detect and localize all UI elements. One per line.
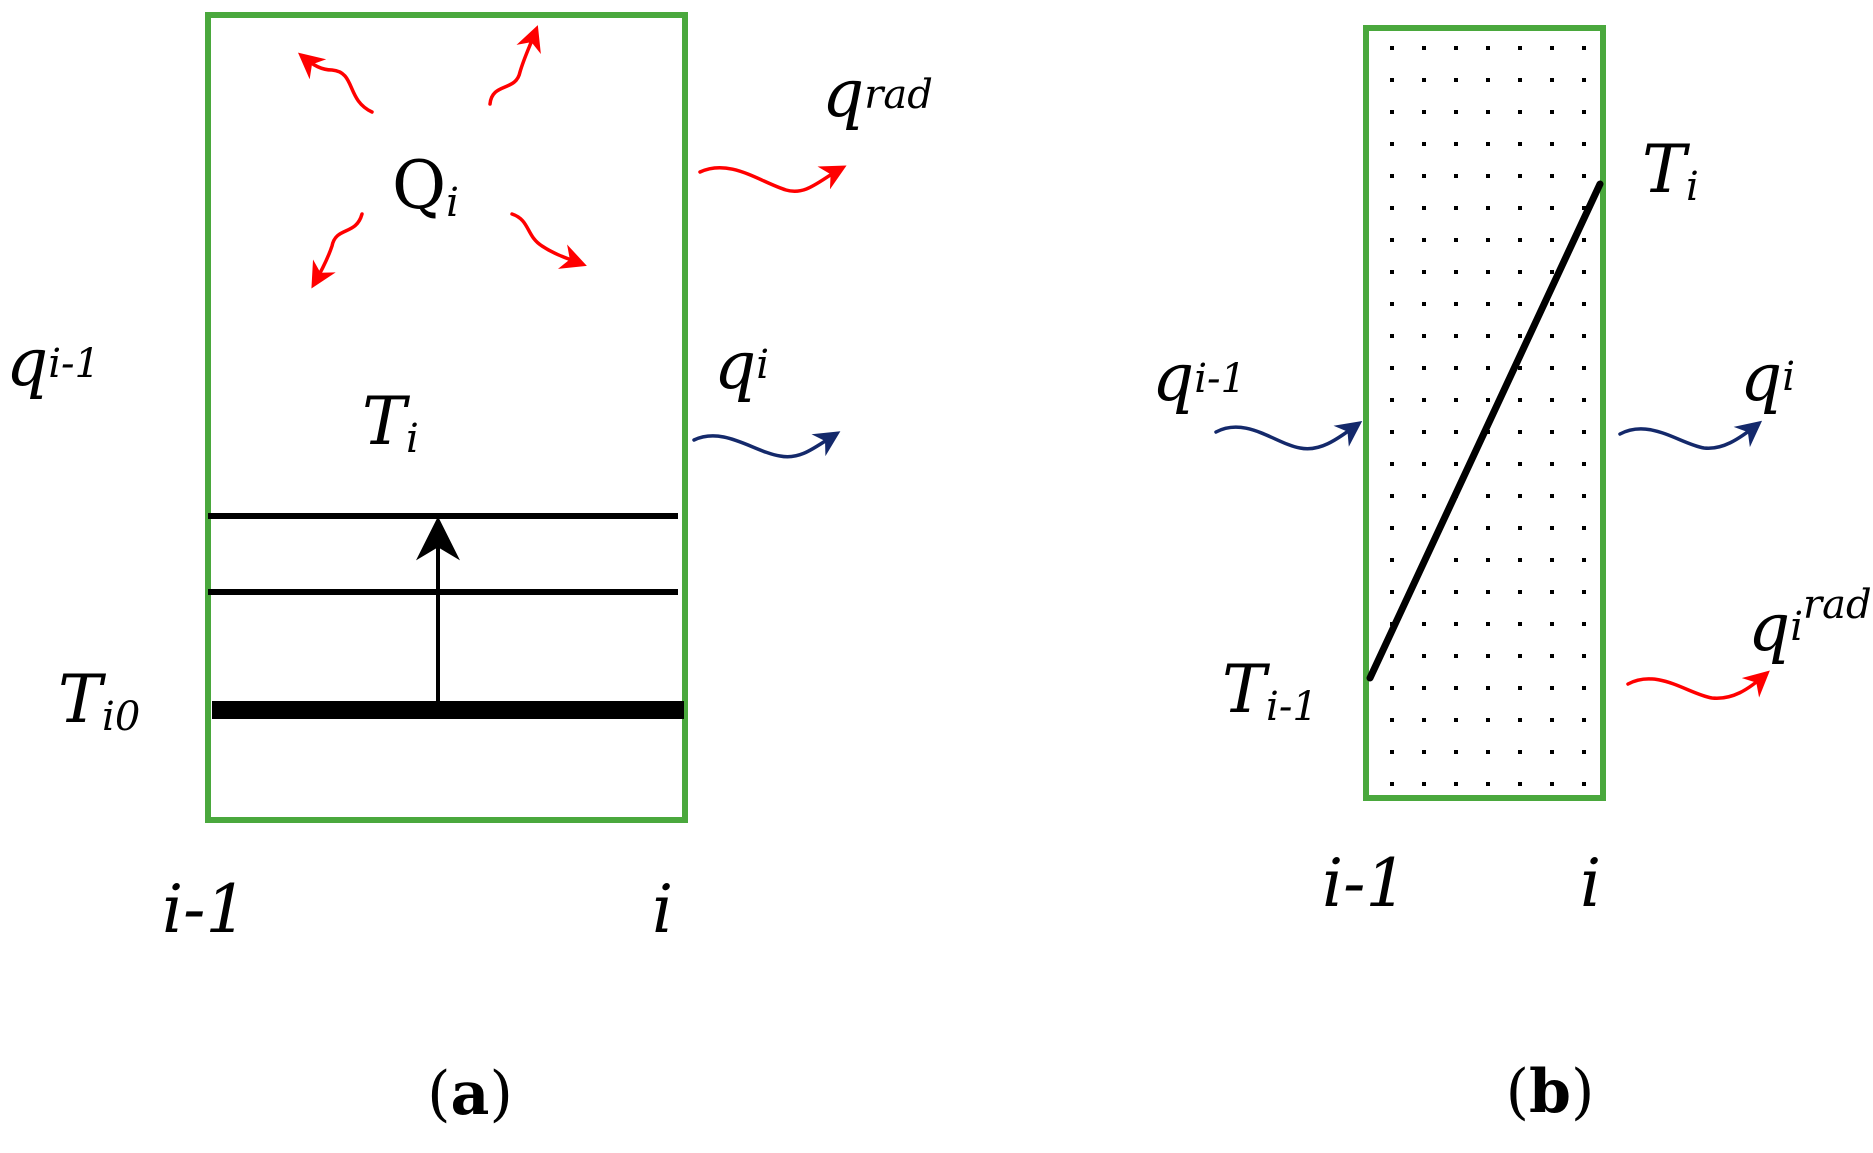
panel-a-caption: (a) [427, 1059, 513, 1129]
radiation-out-arrow [1626, 670, 1770, 700]
panel-a: qi-1 qrad Qi qi Ti Ti0 i-1 i (a) [6, 12, 933, 1129]
panel-b-dot-fill [1366, 28, 1603, 798]
heat-arrow-down-left [311, 212, 364, 289]
heat-source-arrows [298, 25, 587, 289]
conduction-flux-arrow [692, 431, 841, 459]
temperature-gradient-line [1366, 180, 1604, 682]
conduction-in-arrow [1214, 420, 1363, 451]
left-index-label-b: i-1 [1322, 845, 1407, 922]
right-index-label-b: i [1580, 845, 1601, 922]
right-index-label-a: i [652, 871, 673, 948]
q-in-label-b: qi-1 [1152, 339, 1246, 416]
heat-arrow-down-right [510, 212, 587, 269]
initial-temperature-label: Ti0 [58, 661, 140, 740]
heat-arrow-up-right [488, 25, 541, 106]
conduction-out-arrow [1618, 420, 1763, 450]
q-out-label-b: qi [1740, 339, 1795, 416]
radiation-flux-arrow [698, 165, 847, 193]
q-rad-label-a: qrad [822, 55, 933, 132]
left-index-label-a: i-1 [162, 871, 247, 948]
q-out-label-a: qi [714, 327, 769, 404]
temperature-left-label-b: Ti-1 [1222, 651, 1318, 730]
heat-arrow-up-left [298, 52, 374, 114]
q-rad-label-b: qirad [1748, 582, 1872, 666]
q-prev-label-a: qi-1 [6, 324, 100, 401]
temperature-right-label-b: Ti [1642, 131, 1699, 210]
panel-b-frame [1363, 25, 1606, 801]
heat-source-label: Qi [392, 147, 459, 226]
panel-b: Ti qi-1 qi qirad Ti-1 i-1 i (b) [1152, 25, 1872, 1127]
temperature-label-a: Ti [362, 383, 419, 462]
panel-a-frame [205, 12, 688, 823]
panel-b-caption: (b) [1506, 1057, 1595, 1127]
